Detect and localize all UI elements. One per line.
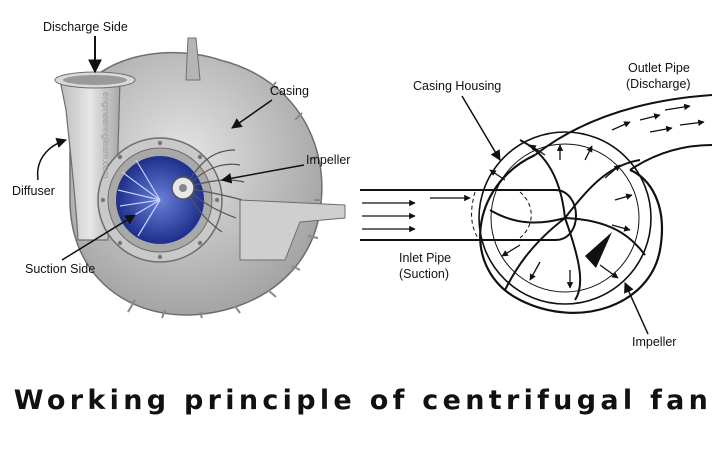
label-impeller-right: Impeller [632,335,676,349]
label-impeller-left: Impeller [306,153,350,167]
arrow-casing-housing [461,95,501,161]
label-outlet-pipe-1: Outlet Pipe [628,61,690,75]
label-discharge-side: Discharge Side [43,20,128,34]
page-title: Working principle of centrifugal fan [13,385,713,416]
arrow-suction-side [61,214,136,261]
inlet-pipe [360,189,577,241]
impeller-blades-schematic [489,139,646,301]
label-diffuser: Diffuser [12,184,55,198]
casing-ribs [127,81,322,319]
outlet-pipe [534,94,713,156]
flange-bolts [100,140,220,260]
flow-arrows [362,103,705,289]
shaft-support [239,199,346,261]
casing-housing [479,154,663,314]
top-bracket [185,37,201,81]
label-casing-housing: Casing Housing [413,79,501,93]
fan-schematic [360,94,713,314]
watermark: engineeringlearn.com [101,92,111,179]
impeller-circle [478,131,652,305]
impeller-hub-schematic [585,232,612,268]
impeller-blades-3d [117,159,161,237]
label-outlet-pipe-2: (Discharge) [626,77,691,91]
label-suction-side: Suction Side [25,262,95,276]
fan-3d-illustration: engineeringlearn.com [54,37,346,319]
label-inlet-pipe-2: (Suction) [399,267,449,281]
label-inlet-pipe-1: Inlet Pipe [399,251,451,265]
arrow-impeller-right [624,282,649,335]
arrow-impeller-left [220,164,305,184]
label-casing-left: Casing [270,84,309,98]
arrow-diffuser [36,137,68,181]
arrow-casing-left [231,99,273,129]
